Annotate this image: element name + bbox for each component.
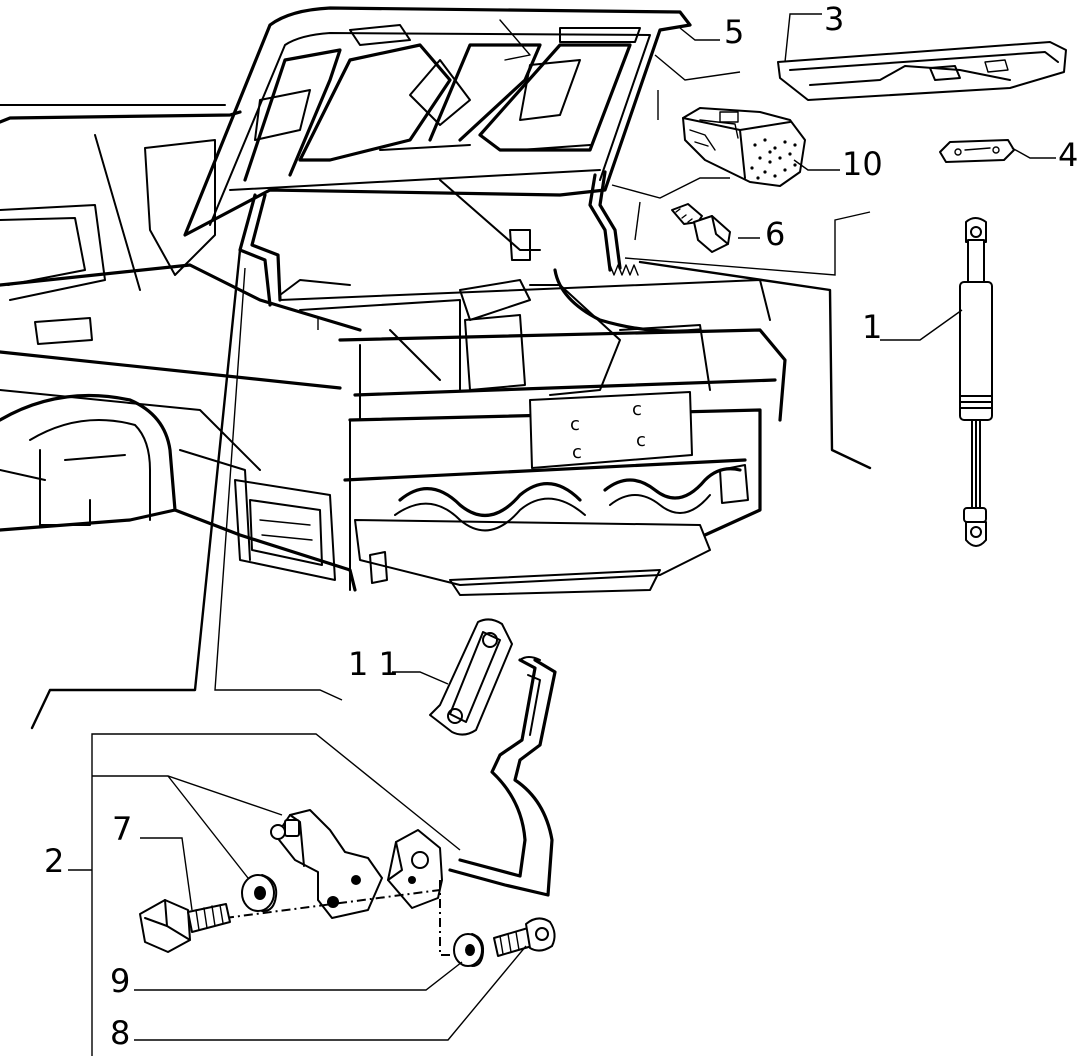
leader-lines	[30, 13, 1056, 1056]
part-8-bolt	[493, 917, 556, 957]
part-9-washer-upper	[241, 874, 278, 913]
part-2-hinge	[224, 656, 557, 956]
part-10-latch	[682, 107, 806, 187]
callout-1: 1	[862, 308, 882, 346]
svg-text:c: c	[632, 399, 642, 420]
car-rear-body: c c c c	[0, 104, 787, 596]
part-9-washer-lower	[453, 933, 485, 967]
part-11-striker-plate	[429, 618, 513, 736]
svg-text:c: c	[636, 430, 646, 451]
callout-8: 8	[110, 1014, 130, 1052]
callout-6: 6	[765, 215, 785, 253]
callout-7: 7	[112, 810, 132, 848]
callout-2: 2	[44, 842, 64, 880]
svg-text:c: c	[572, 442, 582, 463]
callout-4: 4	[1058, 136, 1078, 174]
boot-lid-open	[183, 6, 692, 307]
part-4-bracket	[939, 139, 1015, 163]
part-6-bolt	[671, 203, 731, 253]
callout-labels: 1 2 3 4 5 6 7 8 9 10 1 1	[44, 0, 1078, 1052]
part-3-rail	[777, 41, 1067, 101]
callout-5: 5	[724, 13, 744, 51]
part-1-gas-strut	[959, 217, 993, 547]
latch-sponge-texture	[750, 138, 797, 180]
callout-9: 9	[110, 962, 130, 1000]
callout-10: 10	[842, 145, 883, 183]
svg-text:c: c	[570, 414, 580, 435]
part-7-hex-bolt	[139, 899, 231, 953]
callout-11: 1 1	[348, 645, 399, 683]
callout-3: 3	[824, 0, 844, 38]
